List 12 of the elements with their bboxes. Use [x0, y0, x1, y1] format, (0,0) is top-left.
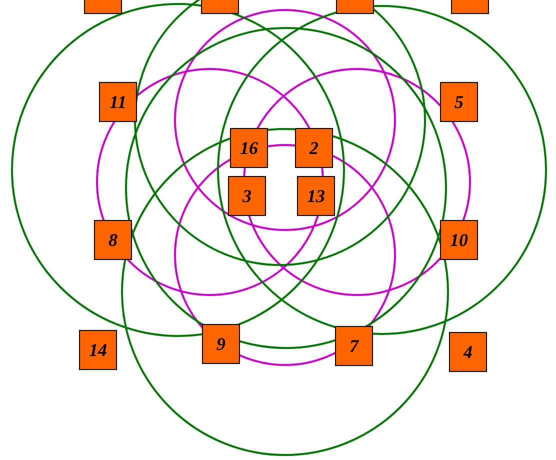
number-tile: 3 [228, 176, 266, 216]
number-tile: 13 [297, 176, 335, 216]
number-tile: 10 [440, 220, 478, 260]
number-tile: 7 [335, 326, 373, 366]
number-tile: 4 [449, 332, 487, 372]
number-tile: 2 [295, 128, 333, 168]
number-tile: 16 [230, 128, 268, 168]
number-tile: 11 [99, 82, 137, 122]
number-tile: 9 [202, 324, 240, 364]
number-tile: 14 [79, 330, 117, 370]
number-tile: 5 [440, 82, 478, 122]
number-tile: 8 [94, 220, 132, 260]
